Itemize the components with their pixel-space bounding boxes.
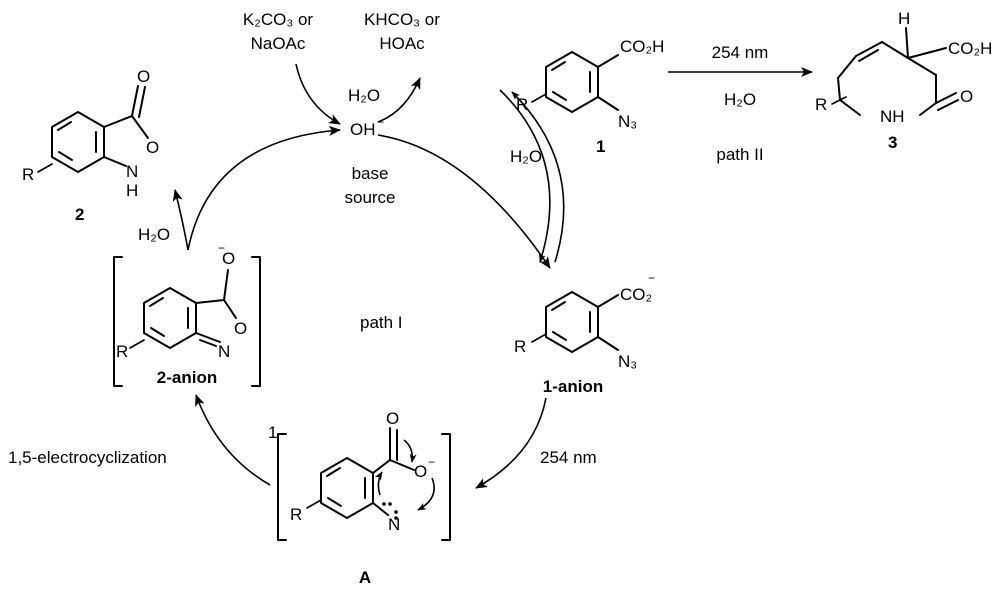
hydroxide-regeneration-arrow xyxy=(187,125,341,251)
c1-anion-azide: N₃ xyxy=(618,352,637,371)
a-oxygen-top: O xyxy=(386,409,399,428)
c2-anion-r-group: R xyxy=(116,342,128,361)
base-in-line2: NaOAc xyxy=(251,34,306,53)
base-in-line1: K₂CO₃ or xyxy=(243,10,314,29)
cyclization-arrow xyxy=(195,394,271,486)
c1-azide: N₃ xyxy=(618,112,637,131)
compound-1: CO₂H N₃ R 1 xyxy=(516,37,664,156)
c1-anion-label: 1-anion xyxy=(543,377,603,396)
base-source-line2: source xyxy=(344,188,395,207)
photolysis-arrow xyxy=(475,397,547,489)
equilibrium-forward-arrow xyxy=(499,89,551,263)
c1-acid: CO₂H xyxy=(620,37,664,56)
c2-anion-oxygen-ring: O xyxy=(234,319,247,338)
c2-anion-charge: − xyxy=(218,241,225,255)
a-spin-state: 1 xyxy=(268,423,277,442)
curly-arrow-3 xyxy=(374,471,383,496)
water-left-label: H₂O xyxy=(138,225,170,244)
c2-label: 2 xyxy=(75,205,84,224)
base-out-arrow xyxy=(377,77,421,123)
base-reagent-out: KHCO₃ or HOAc xyxy=(364,10,440,53)
c2-r-group: R xyxy=(22,165,34,184)
water-right-label: H₂O xyxy=(510,147,542,166)
hydroxide-charge: − xyxy=(377,115,384,129)
c1-anion-carboxylate: CO₂ xyxy=(620,285,652,304)
protonation-arrow xyxy=(172,189,189,251)
c2-anion-nitrogen: N xyxy=(218,342,230,361)
c1-anion-r-group: R xyxy=(514,337,526,356)
intermediate-a: 1 O O − N R A xyxy=(268,409,451,587)
a-nitrogen: N xyxy=(388,515,400,534)
c3-nh: NH xyxy=(880,107,905,126)
photolysis-label: 254 nm xyxy=(540,448,597,467)
a-oxygen-side: O xyxy=(414,462,427,481)
base-out-line1: KHCO₃ or xyxy=(364,10,440,29)
c1-label: 1 xyxy=(596,137,605,156)
curly-arrow-2 xyxy=(417,477,435,511)
curly-arrow-1 xyxy=(403,439,417,463)
base-in-arrow xyxy=(295,63,341,125)
c2-oxygen-ring: O xyxy=(146,138,159,157)
a-label: A xyxy=(359,568,371,587)
c2-anion-label: 2-anion xyxy=(157,368,217,387)
c2-anion-oxygen-top: O xyxy=(222,249,235,268)
c3-oxygen: O xyxy=(960,87,973,106)
path-i-label: path I xyxy=(360,313,403,332)
c2-nitrogen: N xyxy=(126,162,138,181)
path-ii-solvent: H₂O xyxy=(724,90,756,109)
water-top-label: H₂O xyxy=(348,86,380,105)
c2-hydrogen: H xyxy=(126,181,138,200)
hydroxide-label: OH xyxy=(350,120,376,139)
compound-3: H CO₂H O NH R 3 xyxy=(815,9,992,152)
c3-r-group: R xyxy=(815,95,827,114)
a-charge: − xyxy=(428,455,435,469)
path-ii-label: path II xyxy=(716,145,763,164)
equilibrium-reverse-arrow xyxy=(511,91,565,263)
c2-oxygen-carbonyl: O xyxy=(137,67,150,86)
c1-anion-charge: − xyxy=(648,271,655,285)
c3-hydrogen: H xyxy=(898,9,910,28)
compound-1-anion: CO₂ − N₃ R 1-anion xyxy=(514,271,655,396)
compound-2-anion: O − O N R 2-anion xyxy=(113,241,261,387)
c3-label: 3 xyxy=(888,133,897,152)
compound-2: O O N H R 2 xyxy=(22,67,159,224)
c3-acid: CO₂H xyxy=(948,39,992,58)
cyclization-label: 1,5-electrocyclization xyxy=(8,448,167,467)
base-source-line1: base xyxy=(352,164,389,183)
base-reagent-in: K₂CO₃ or NaOAc xyxy=(243,10,314,53)
a-r-group: R xyxy=(290,505,302,524)
base-out-line2: HOAc xyxy=(379,34,425,53)
deprotonation-arrow xyxy=(377,134,551,269)
path-ii-wavelength: 254 nm xyxy=(712,43,769,62)
